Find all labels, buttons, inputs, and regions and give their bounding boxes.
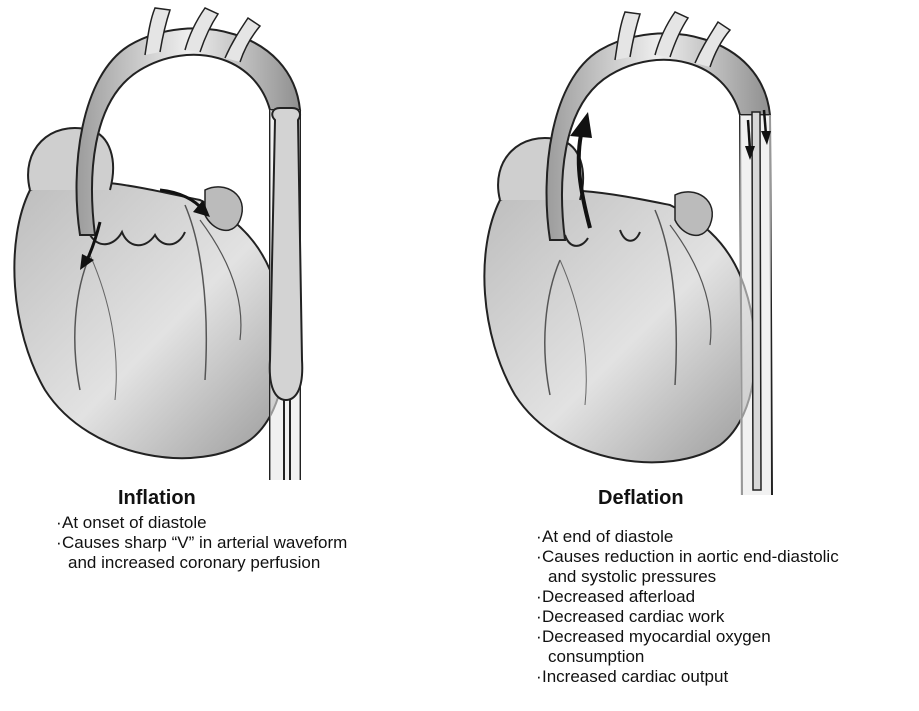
deflation-illustration — [470, 0, 800, 500]
bullet-text: At onset of diastole — [62, 513, 207, 532]
inflation-title: Inflation — [118, 487, 196, 510]
atrial-appendage — [205, 187, 242, 230]
bullet-item: ·Decreased myocardial oxygen — [536, 627, 839, 647]
bullet-item: ·Causes sharp “V” in arterial waveform — [56, 533, 347, 553]
atrial-appendage — [675, 192, 712, 235]
right-atrium — [498, 138, 583, 200]
deflation-title: Deflation — [598, 487, 684, 510]
bullet-text: and systolic pressures — [548, 567, 716, 586]
bullet-text: and increased coronary perfusion — [68, 553, 320, 572]
bullet-text: At end of diastole — [542, 527, 673, 546]
bullet-text: consumption — [548, 647, 644, 666]
bullet-text: Decreased afterload — [542, 587, 695, 606]
deflation-list: ·At end of diastole·Causes reduction in … — [536, 527, 839, 687]
bullet-text: Causes reduction in aortic end-diastolic — [542, 547, 839, 566]
bullet-item: ·Decreased afterload — [536, 587, 839, 607]
bullet-text: Decreased myocardial oxygen — [542, 627, 771, 646]
bullet-item: ·Causes reduction in aortic end-diastoli… — [536, 547, 839, 567]
bullet-text: Causes sharp “V” in arterial waveform — [62, 533, 347, 552]
bullet-item: ·At end of diastole — [536, 527, 839, 547]
bullet-item: ·Decreased cardiac work — [536, 607, 839, 627]
bullet-item: ·Increased cardiac output — [536, 667, 839, 687]
inflation-illustration — [0, 0, 340, 495]
balloon-deflated — [752, 112, 761, 490]
heart-body — [14, 181, 285, 458]
inflation-list: ·At onset of diastole·Causes sharp “V” i… — [56, 513, 347, 573]
bullet-text: Decreased cardiac work — [542, 607, 724, 626]
right-atrium — [28, 128, 113, 190]
bullet-item: and systolic pressures — [536, 567, 839, 587]
bullet-text: Increased cardiac output — [542, 667, 728, 686]
bullet-item: consumption — [536, 647, 839, 667]
bullet-item: ·At onset of diastole — [56, 513, 347, 533]
balloon-inflated — [270, 108, 303, 400]
bullet-item: and increased coronary perfusion — [56, 553, 347, 573]
